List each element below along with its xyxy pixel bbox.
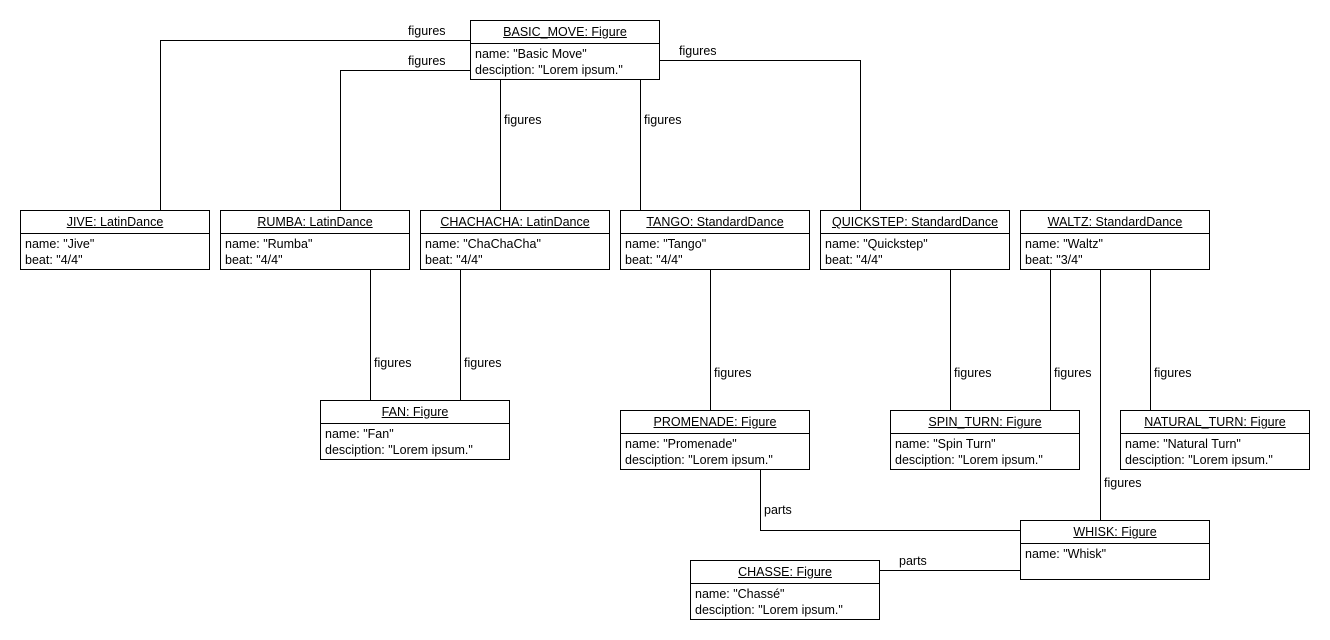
object-basic-move[interactable]: BASIC_MOVE: Figure name: "Basic Move" de… (470, 20, 660, 80)
link-label-basic-chachacha: figures (504, 113, 542, 127)
attribute: desciption: "Lorem ipsum." (475, 63, 623, 77)
attribute: name: "Basic Move" (475, 47, 587, 61)
link-label-basic-jive: figures (408, 24, 446, 38)
link-label-waltz-whisk: figures (1104, 476, 1142, 490)
attribute: desciption: "Lorem ipsum." (1125, 453, 1273, 467)
attribute: beat: "4/4" (625, 253, 683, 267)
object-attributes: name: "Spin Turn" desciption: "Lorem ips… (891, 434, 1079, 470)
link-label-chasse-whisk: parts (899, 554, 927, 568)
object-title: WALTZ: StandardDance (1021, 211, 1209, 234)
object-waltz[interactable]: WALTZ: StandardDance name: "Waltz" beat:… (1020, 210, 1210, 270)
object-attributes: name: "Waltz" beat: "3/4" (1021, 234, 1209, 270)
attribute: beat: "4/4" (425, 253, 483, 267)
link-label-quickstep-spin: figures (954, 366, 992, 380)
object-natural-turn[interactable]: NATURAL_TURN: Figure name: "Natural Turn… (1120, 410, 1310, 470)
attribute: name: "Waltz" (1025, 237, 1103, 251)
object-attributes: name: "Fan" desciption: "Lorem ipsum." (321, 424, 509, 460)
attribute: beat: "4/4" (225, 253, 283, 267)
link-label-promenade-whisk: parts (764, 503, 792, 517)
link-label-basic-tango: figures (644, 113, 682, 127)
attribute: name: "Spin Turn" (895, 437, 996, 451)
link-label-basic-quickstep: figures (679, 44, 717, 58)
object-tango[interactable]: TANGO: StandardDance name: "Tango" beat:… (620, 210, 810, 270)
object-attributes: name: "Natural Turn" desciption: "Lorem … (1121, 434, 1309, 470)
object-title: SPIN_TURN: Figure (891, 411, 1079, 434)
attribute: desciption: "Lorem ipsum." (695, 603, 843, 617)
object-title: JIVE: LatinDance (21, 211, 209, 234)
attribute: beat: "3/4" (1025, 253, 1083, 267)
object-attributes: name: "Chassé" desciption: "Lorem ipsum.… (691, 584, 879, 620)
link-promenade-whisk (760, 470, 1020, 531)
link-label-basic-rumba: figures (408, 54, 446, 68)
object-title: CHACHACHA: LatinDance (421, 211, 609, 234)
attribute: name: "Tango" (625, 237, 707, 251)
object-attributes: name: "Promenade" desciption: "Lorem ips… (621, 434, 809, 470)
link-basic-rumba (340, 70, 471, 210)
object-title: WHISK: Figure (1021, 521, 1209, 544)
object-title: BASIC_MOVE: Figure (471, 21, 659, 44)
object-title: RUMBA: LatinDance (221, 211, 409, 234)
object-title: FAN: Figure (321, 401, 509, 424)
attribute: name: "Jive" (25, 237, 95, 251)
object-quickstep[interactable]: QUICKSTEP: StandardDance name: "Quickste… (820, 210, 1010, 270)
object-attributes: name: "Quickstep" beat: "4/4" (821, 234, 1009, 270)
object-attributes: name: "Basic Move" desciption: "Lorem ip… (471, 44, 659, 80)
attribute: name: "Quickstep" (825, 237, 928, 251)
link-label-waltz-spin: figures (1054, 366, 1092, 380)
object-rumba[interactable]: RUMBA: LatinDance name: "Rumba" beat: "4… (220, 210, 410, 270)
link-label-chachacha-fan: figures (464, 356, 502, 370)
object-chasse[interactable]: CHASSE: Figure name: "Chassé" desciption… (690, 560, 880, 620)
object-attributes: name: "ChaChaCha" beat: "4/4" (421, 234, 609, 270)
object-title: TANGO: StandardDance (621, 211, 809, 234)
attribute: name: "Rumba" (225, 237, 313, 251)
object-spin-turn[interactable]: SPIN_TURN: Figure name: "Spin Turn" desc… (890, 410, 1080, 470)
link-label-waltz-natural: figures (1154, 366, 1192, 380)
object-promenade[interactable]: PROMENADE: Figure name: "Promenade" desc… (620, 410, 810, 470)
object-attributes: name: "Tango" beat: "4/4" (621, 234, 809, 270)
link-label-rumba-fan: figures (374, 356, 412, 370)
attribute: desciption: "Lorem ipsum." (625, 453, 773, 467)
attribute: name: "Natural Turn" (1125, 437, 1241, 451)
link-basic-quickstep (660, 60, 861, 210)
object-title: NATURAL_TURN: Figure (1121, 411, 1309, 434)
attribute: name: "Whisk" (1025, 547, 1107, 561)
object-jive[interactable]: JIVE: LatinDance name: "Jive" beat: "4/4… (20, 210, 210, 270)
link-basic-jive (160, 40, 471, 210)
attribute: name: "Chassé" (695, 587, 785, 601)
object-whisk[interactable]: WHISK: Figure name: "Whisk" (1020, 520, 1210, 580)
object-title: PROMENADE: Figure (621, 411, 809, 434)
object-title: CHASSE: Figure (691, 561, 879, 584)
attribute: name: "Promenade" (625, 437, 737, 451)
attribute: beat: "4/4" (25, 253, 83, 267)
object-attributes: name: "Rumba" beat: "4/4" (221, 234, 409, 270)
attribute: desciption: "Lorem ipsum." (325, 443, 473, 457)
attribute: name: "Fan" (325, 427, 394, 441)
object-fan[interactable]: FAN: Figure name: "Fan" desciption: "Lor… (320, 400, 510, 460)
attribute: name: "ChaChaCha" (425, 237, 541, 251)
object-attributes: name: "Jive" beat: "4/4" (21, 234, 209, 270)
attribute: beat: "4/4" (825, 253, 883, 267)
link-label-tango-promenade: figures (714, 366, 752, 380)
object-attributes: name: "Whisk" (1021, 544, 1209, 564)
object-title: QUICKSTEP: StandardDance (821, 211, 1009, 234)
attribute: desciption: "Lorem ipsum." (895, 453, 1043, 467)
object-chachacha[interactable]: CHACHACHA: LatinDance name: "ChaChaCha" … (420, 210, 610, 270)
